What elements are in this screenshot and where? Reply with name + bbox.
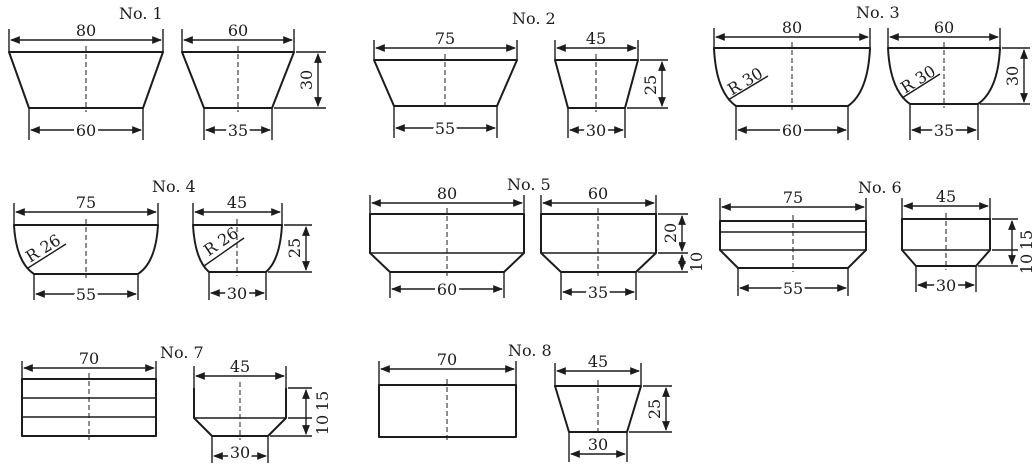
dim-height: 25 [641, 75, 660, 95]
dim-height-lower: 10 [313, 415, 332, 435]
dim-top: 80 [76, 21, 96, 40]
dim-top: 45 [586, 29, 606, 48]
dim-top: 70 [79, 349, 99, 368]
dim-bottom: 55 [783, 279, 803, 298]
dim-bottom: 35 [934, 121, 954, 140]
figure-no1: No. 1 80 60 60 35 30 [8, 4, 326, 143]
side-view: 75 55 [373, 26, 518, 141]
dim-height: 30 [1003, 66, 1022, 86]
dim-top: 75 [435, 29, 455, 48]
figure-label: No. 6 [858, 178, 902, 197]
dim-bottom: 35 [228, 121, 248, 140]
figure-no7: No. 7 70 45 30 15 [21, 343, 332, 464]
dim-top: 45 [230, 357, 250, 376]
side-view: 75 R 26 55 [13, 190, 159, 307]
front-view: 45 30 25 [554, 349, 672, 462]
dim-top: 80 [782, 18, 802, 37]
dim-top: 60 [228, 21, 248, 40]
front-view: 45 30 15 10 [901, 184, 1036, 298]
dim-height: 25 [645, 399, 664, 419]
dim-height-lower: 10 [1017, 254, 1036, 274]
dim-top: 45 [588, 352, 608, 371]
dim-top: 80 [437, 184, 457, 203]
figure-label: No. 3 [856, 3, 900, 22]
figure-label: No. 2 [512, 9, 556, 28]
figure-label: No. 4 [152, 177, 196, 196]
dim-top: 70 [437, 350, 457, 369]
front-view: 60 35 30 [181, 18, 326, 143]
dim-bottom: 55 [76, 285, 96, 304]
figure-no6: No. 6 75 55 45 30 [719, 178, 1036, 301]
side-view: 80 R 30 60 [713, 15, 871, 143]
dim-bottom: 55 [435, 119, 455, 138]
dim-top: 75 [783, 188, 803, 207]
dim-bottom: 60 [76, 121, 96, 140]
dim-height-total: 15 [313, 391, 332, 411]
dim-top: 45 [227, 193, 247, 212]
dim-top: 60 [588, 184, 608, 203]
dim-bottom: 30 [936, 276, 956, 295]
side-view: 80 60 [8, 18, 164, 143]
figure-label: No. 8 [508, 341, 552, 360]
dim-radius: R 30 [724, 63, 766, 99]
front-view: 60 R 30 35 30 [887, 15, 1030, 143]
front-view: 45 30 25 [554, 26, 668, 143]
dim-radius: R 26 [22, 230, 64, 266]
dim-top: 75 [76, 193, 96, 212]
side-view: 70 [378, 347, 517, 441]
front-view: 60 35 20 10 [540, 181, 706, 305]
dim-height-upper: 20 [661, 223, 680, 243]
figure-label: No. 5 [507, 175, 551, 194]
front-view: 45 30 15 10 [193, 354, 332, 464]
figure-label: No. 1 [119, 4, 163, 23]
front-view: 45 R 26 30 25 [192, 190, 312, 306]
dim-top: 45 [936, 187, 956, 206]
side-view: 80 60 [369, 181, 525, 302]
figure-no4: No. 4 75 R 26 55 45 R 26 [13, 177, 312, 307]
dim-radius: R 30 [897, 61, 939, 97]
dim-bottom: 60 [782, 121, 802, 140]
dim-bottom: 60 [437, 280, 457, 299]
dim-height: 25 [285, 238, 304, 258]
dim-bottom: 30 [227, 284, 247, 303]
dim-bottom: 30 [588, 435, 608, 454]
figure-no3: No. 3 80 R 30 60 60 R 30 [713, 3, 1030, 143]
dim-bottom: 30 [586, 121, 606, 140]
dim-height-lower: 10 [687, 252, 706, 272]
dim-height-total: 15 [1017, 230, 1036, 250]
dim-top: 60 [934, 18, 954, 37]
figure-label: No. 7 [160, 343, 204, 362]
side-view: 70 [21, 346, 157, 440]
figure-no5: No. 5 80 60 60 35 [369, 175, 706, 305]
dim-bottom: 35 [588, 283, 608, 302]
figure-no8: No. 8 70 45 30 25 [378, 341, 672, 462]
figure-no2: No. 2 75 55 45 30 25 [373, 9, 668, 143]
dim-height: 30 [297, 70, 316, 90]
dim-bottom: 30 [230, 443, 250, 462]
side-view: 75 55 [719, 185, 867, 301]
